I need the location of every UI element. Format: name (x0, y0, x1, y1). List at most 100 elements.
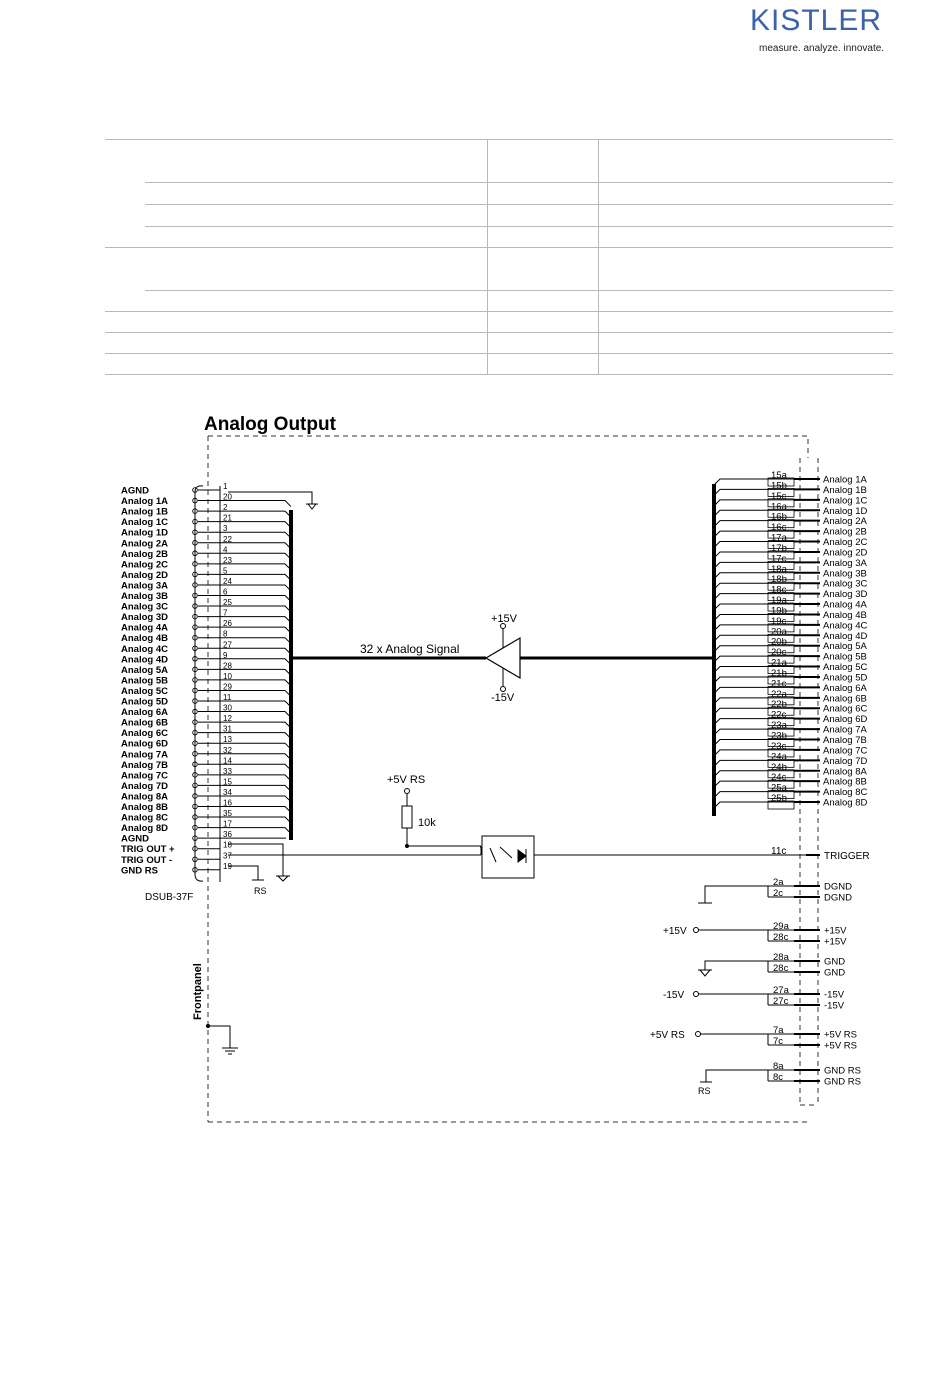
supply-pin-name: GND (824, 957, 845, 968)
left-pin-name: Analog 4B (121, 633, 168, 644)
supply-pin-name: -15V (824, 990, 845, 1001)
rs-label: RS (698, 1086, 711, 1096)
left-pin-number: 29 (223, 682, 232, 691)
left-pin-name: Analog 5C (121, 686, 168, 697)
right-pin-name: Analog 4C (823, 620, 868, 631)
right-pin-name: Analog 2D (823, 547, 868, 558)
right-pin-box (767, 717, 795, 727)
chassis-ground (208, 1025, 238, 1055)
left-pin-number: 34 (223, 788, 232, 797)
supply-pin-number: 7a (773, 1025, 784, 1036)
left-pin-name: Analog 8C (121, 813, 168, 824)
supply-pin-number: 27c (773, 996, 789, 1007)
supply-pin-number: 28a (773, 952, 790, 963)
logo-tagline: measure. analyze. innovate. (759, 43, 885, 54)
right-pin-box (767, 633, 795, 643)
right-pin-name: Analog 6A (823, 683, 868, 694)
left-pin-number: 18 (223, 841, 232, 850)
left-pin-number: 35 (223, 809, 232, 818)
left-pin-number: 21 (223, 514, 232, 523)
supply-pin-name: GND RS (824, 1077, 861, 1088)
right-pin-box (767, 675, 795, 685)
rs-wire (705, 1069, 768, 1082)
left-pin-name: Analog 7C (121, 770, 168, 781)
right-pin-name: Analog 2A (823, 516, 868, 527)
right-pin-name: Analog 3C (823, 579, 868, 590)
supply-pin-name: +5V RS (824, 1030, 857, 1041)
right-pin-box (767, 790, 795, 800)
supply-source-label: +15V (663, 926, 687, 937)
left-pin-name: Analog 1A (121, 496, 168, 507)
right-pin-name: Analog 3A (823, 558, 868, 569)
left-pin-number: 6 (223, 588, 228, 597)
right-pin-box (767, 696, 795, 706)
right-signal-wire (713, 478, 794, 486)
right-pin-box (767, 529, 795, 539)
amp-supply-positive: +15V (491, 613, 518, 625)
right-pin-name: Analog 6C (823, 704, 868, 715)
supply-source-terminal (695, 1031, 701, 1037)
right-pin-box (767, 508, 795, 518)
enclosure-outline (207, 435, 819, 1123)
left-pin-number: 24 (223, 577, 232, 586)
left-pin-name: Analog 1D (121, 528, 168, 539)
right-pin-box (767, 654, 795, 664)
left-pin-number: 13 (223, 735, 232, 744)
left-pin-name: TRIG OUT - (121, 855, 172, 866)
right-pin-name: Analog 8A (823, 766, 868, 777)
supply-pin-number: 28c (773, 963, 789, 974)
right-pin-box (767, 800, 795, 810)
left-pin-number: 5 (223, 566, 228, 575)
right-pin-name: Analog 3B (823, 568, 867, 579)
right-pin-name: Analog 6D (823, 714, 868, 725)
supply-pin-name: GND RS (824, 1066, 861, 1077)
frontpanel-label: Frontpanel (192, 963, 204, 1020)
right-pin-name: Analog 8C (823, 787, 868, 798)
left-pin-number: 20 (223, 493, 232, 502)
right-wires (713, 477, 820, 810)
right-pin-box (767, 571, 795, 581)
supply-pin-name: +15V (824, 937, 847, 948)
left-pin-name: GND RS (121, 865, 158, 876)
left-pin-name: Analog 3B (121, 591, 168, 602)
left-pin-name: Analog 8D (121, 823, 168, 834)
right-pin-name: Analog 2B (823, 527, 867, 538)
left-pin-name: Analog 8B (121, 802, 168, 813)
left-pin-name: Analog 6C (121, 728, 168, 739)
left-pin-name: AGND (121, 834, 149, 845)
signal-label: 32 x Analog Signal (360, 642, 459, 656)
right-pin-box (767, 540, 795, 549)
gnd-wire (704, 960, 768, 970)
left-pin-number: 3 (223, 524, 228, 533)
right-pin-name: Analog 1D (823, 506, 868, 517)
left-pin-name: Analog 7B (121, 760, 168, 771)
left-pin-name: Analog 2A (121, 538, 168, 549)
left-pin-name: Analog 6A (121, 707, 168, 718)
left-pin-number: 31 (223, 725, 232, 734)
right-pin-name: Analog 3D (823, 589, 868, 600)
supply-pin-name: DGND (824, 893, 852, 904)
supply-pin-name: +15V (824, 926, 847, 937)
right-pin-name: Analog 4A (823, 600, 868, 611)
left-wires (194, 485, 292, 882)
right-pin-box (767, 644, 795, 654)
trigger-label: TRIGGER (824, 851, 870, 862)
connector-label: DSUB-37F (145, 892, 193, 903)
supply-source-terminal (693, 927, 699, 933)
left-pin-name: Analog 6B (121, 718, 168, 729)
supply-pin-number: 8a (773, 1061, 784, 1072)
supply-pin-name: +5V RS (824, 1041, 857, 1052)
left-pin-number: 12 (223, 714, 232, 723)
left-pin-number: 36 (223, 830, 232, 839)
right-pin-box (767, 592, 795, 602)
left-pin-number: 1 (223, 482, 228, 491)
right-pin-name: Analog 8B (823, 777, 867, 788)
left-pin-number: 4 (223, 545, 228, 554)
left-pin-name: Analog 5D (121, 697, 168, 708)
right-pin-box (767, 685, 795, 695)
